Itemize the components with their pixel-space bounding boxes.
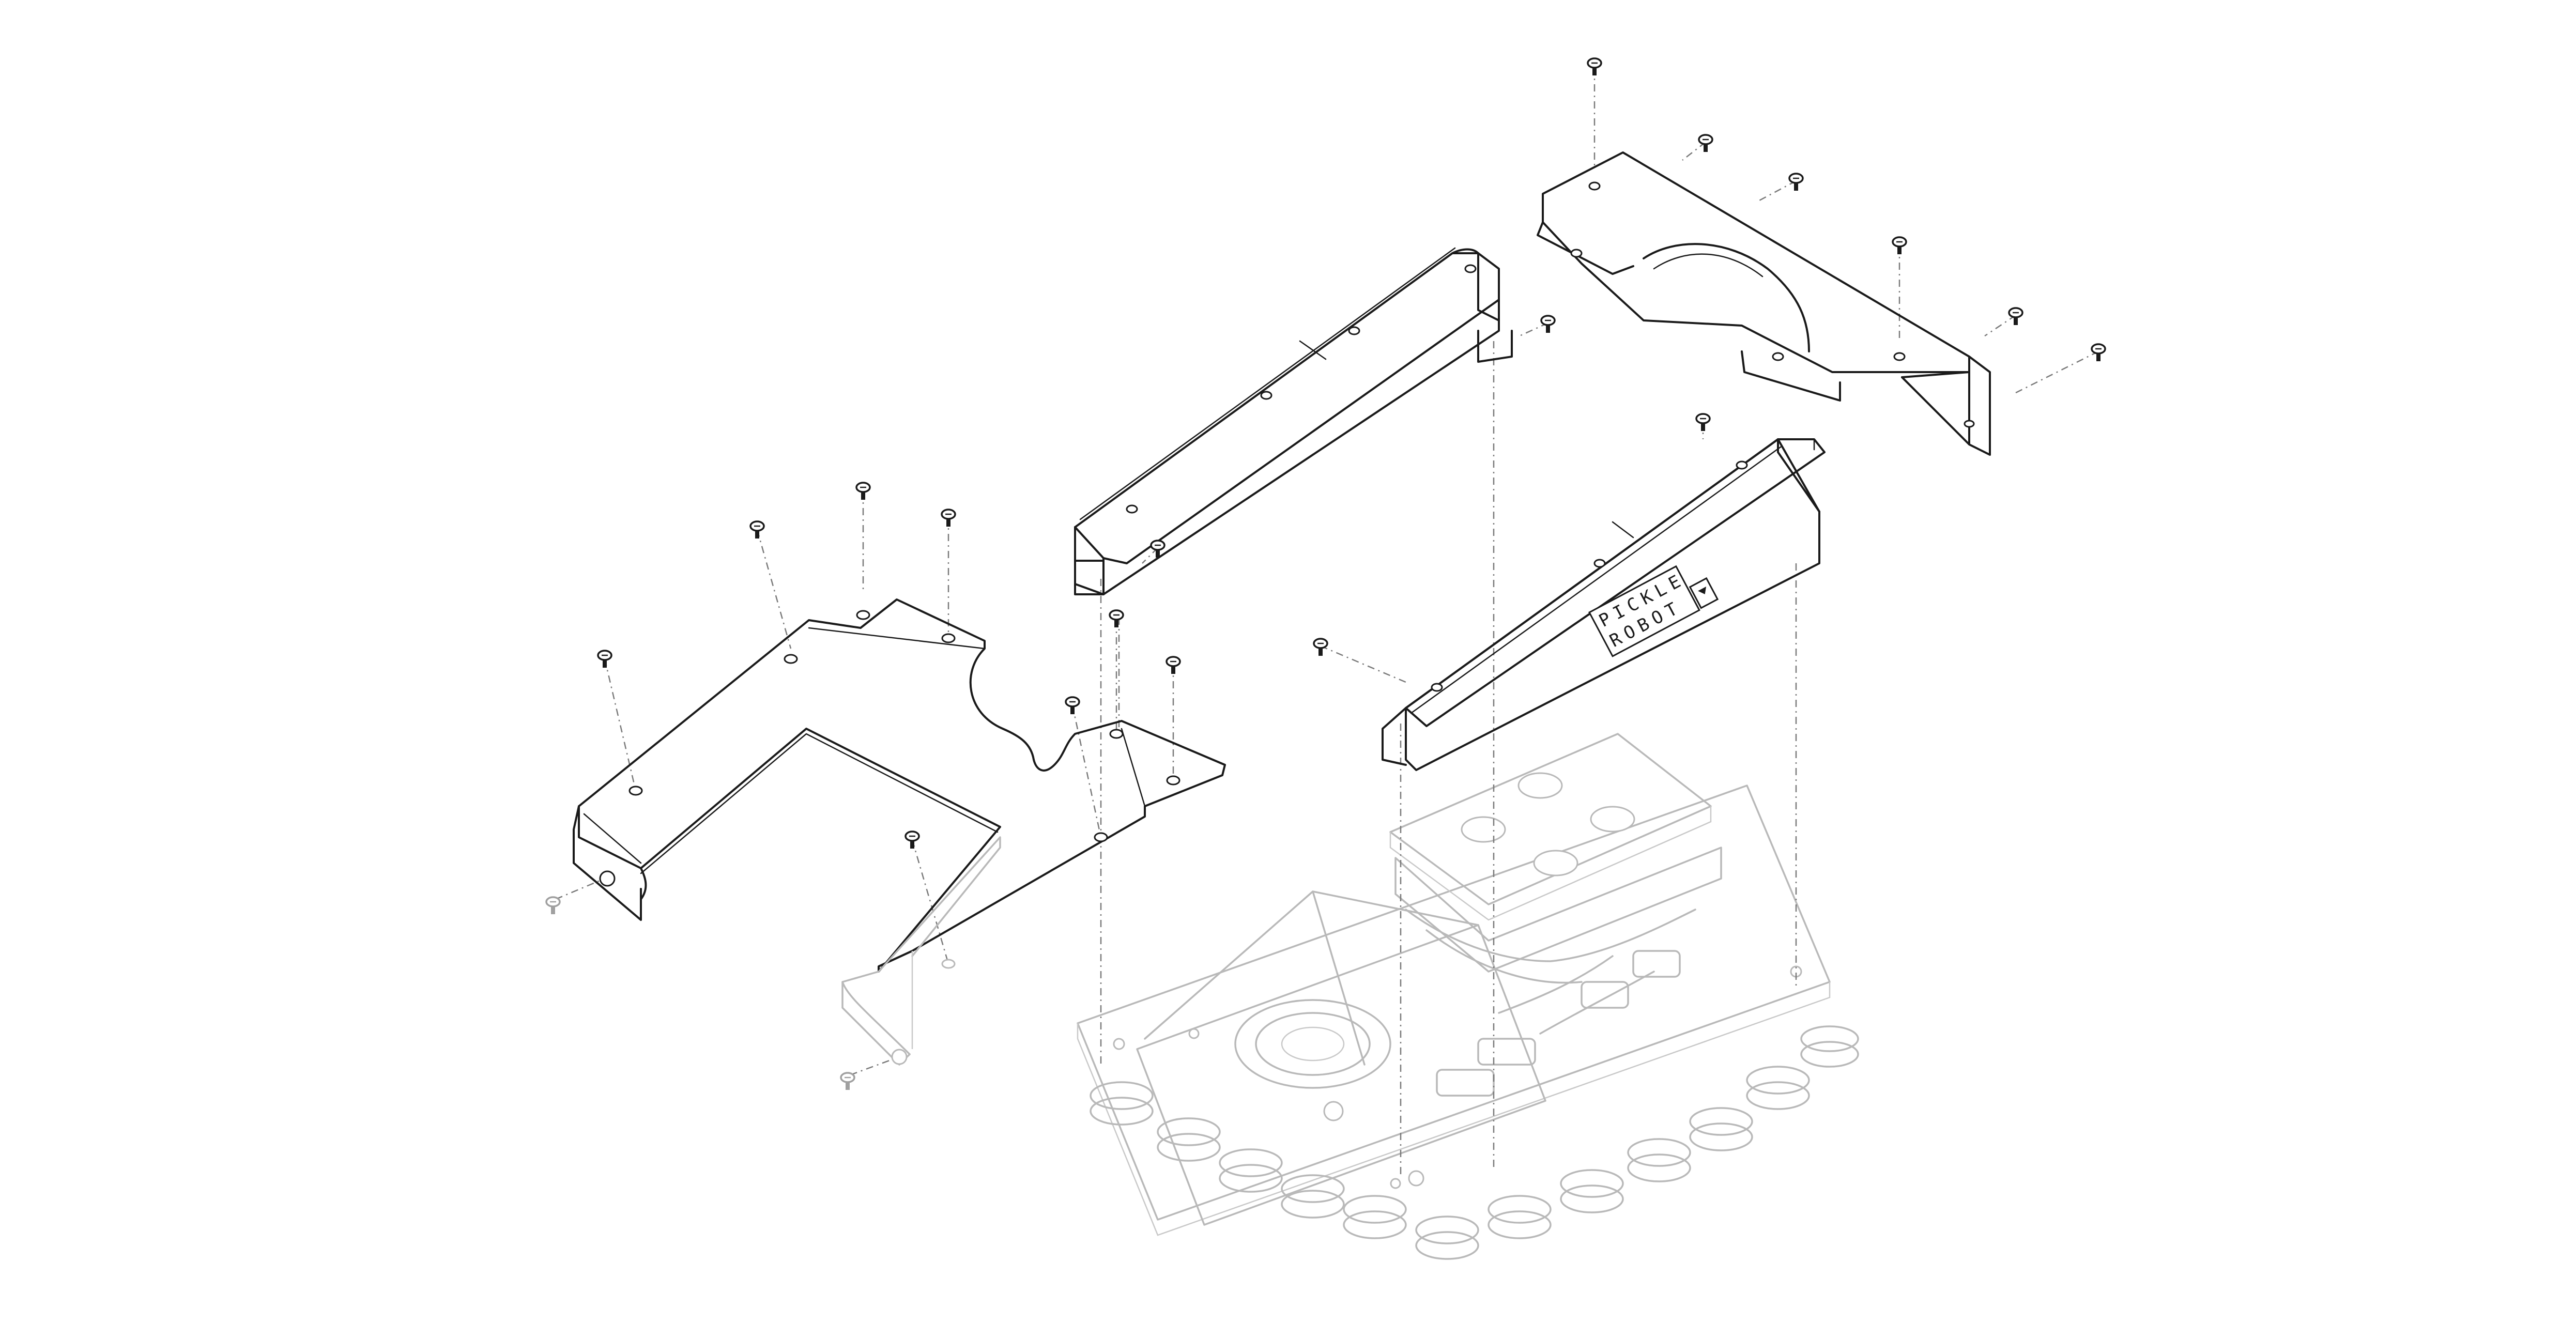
assembly-guide-lines <box>555 67 2099 1178</box>
flat-head-screw-icon <box>840 1072 855 1090</box>
flat-head-screw-icon <box>749 520 765 539</box>
flat-head-screw-icon <box>1540 315 1556 333</box>
flat-head-screw-icon <box>904 830 920 849</box>
flat-head-screw-icon <box>1166 656 1181 674</box>
top-right-mount-plate <box>1537 151 1991 456</box>
right-cover-bracket <box>1382 438 1826 771</box>
fasteners <box>545 57 2106 1090</box>
gripper-base-assembly <box>1077 733 1859 1260</box>
flat-head-screw-icon <box>597 650 612 668</box>
flat-head-screw-icon <box>1698 134 1713 152</box>
flat-head-screw-icon <box>1109 609 1124 627</box>
flat-head-screw-icon <box>545 896 561 914</box>
logo-mark-triangle-icon <box>1698 587 1707 594</box>
flat-head-screw-icon <box>2091 343 2106 361</box>
flat-head-screw-icon <box>1695 413 1711 431</box>
flat-head-screw-icon <box>941 509 956 527</box>
flat-head-screw-icon <box>855 482 871 500</box>
flat-head-screw-icon <box>2008 307 2023 325</box>
suction-cup-array <box>1090 1025 1859 1260</box>
flat-head-screw-icon <box>1313 638 1328 656</box>
flat-head-screw-icon <box>1587 57 1602 75</box>
flat-head-screw-icon <box>1892 236 1907 254</box>
flat-head-screw-icon <box>1788 173 1804 191</box>
flat-head-screw-icon <box>1150 540 1166 558</box>
left-base-plate <box>573 598 1226 973</box>
center-arch-bracket <box>1074 247 1513 595</box>
flat-head-screw-icon <box>1065 696 1080 714</box>
left-base-plate-lower-arm <box>841 836 1001 1066</box>
